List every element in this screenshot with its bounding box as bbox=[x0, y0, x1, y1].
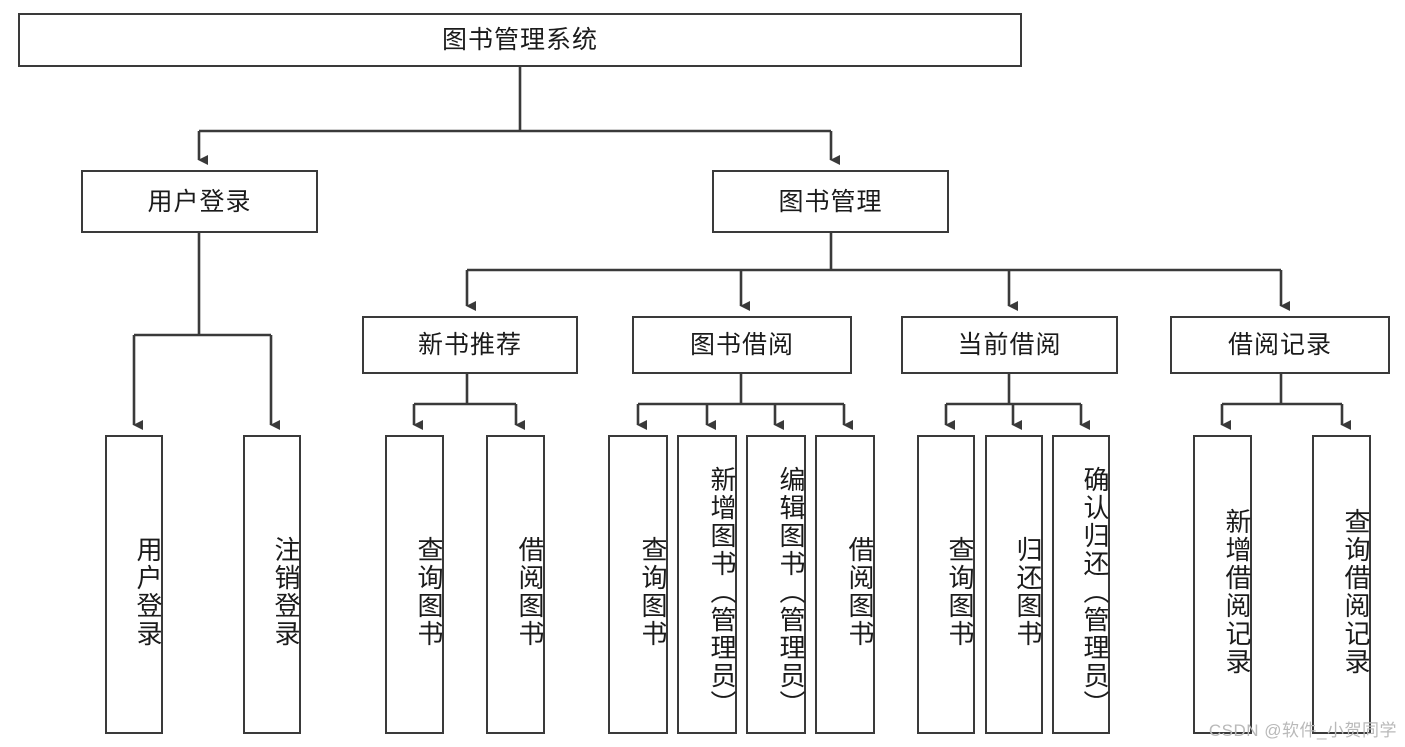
node-borrow-record[interactable]: 借阅记录 bbox=[1170, 316, 1390, 374]
leaf-record-add-record[interactable]: 新增借阅记录 bbox=[1193, 435, 1252, 734]
node-root-system[interactable]: 图书管理系统 bbox=[18, 13, 1022, 67]
leaf-user-login-signin[interactable]: 用户登录 bbox=[105, 435, 163, 734]
leaf-current-confirm-return-admin[interactable]: 确认归还（管理员） bbox=[1052, 435, 1110, 734]
leaf-recommend-borrow-book[interactable]: 借阅图书 bbox=[486, 435, 545, 734]
node-book-borrow[interactable]: 图书借阅 bbox=[632, 316, 852, 374]
leaf-record-query-record[interactable]: 查询借阅记录 bbox=[1312, 435, 1371, 734]
leaf-current-query-book[interactable]: 查询图书 bbox=[917, 435, 975, 734]
node-label: 借阅图书 bbox=[845, 535, 875, 648]
node-label: 新书推荐 bbox=[417, 331, 522, 359]
node-label: 新增借阅记录 bbox=[1222, 507, 1252, 676]
node-label: 归还图书 bbox=[1013, 535, 1043, 648]
node-label: 借阅图书 bbox=[515, 535, 545, 648]
node-label: 图书借阅 bbox=[689, 331, 794, 359]
csdn-watermark: CSDN @软件_小贺同学 bbox=[1208, 721, 1397, 740]
leaf-recommend-query-book[interactable]: 查询图书 bbox=[385, 435, 444, 734]
node-label: 查询图书 bbox=[945, 535, 975, 648]
node-label: 图书管理系统 bbox=[441, 26, 598, 54]
leaf-current-return-book[interactable]: 归还图书 bbox=[985, 435, 1043, 734]
node-book-management[interactable]: 图书管理 bbox=[712, 170, 949, 233]
leaf-borrow-borrow-book[interactable]: 借阅图书 bbox=[815, 435, 875, 734]
node-label: 用户登录 bbox=[147, 187, 252, 216]
node-label: 编辑图书（管理员） bbox=[776, 465, 806, 718]
node-current-borrow[interactable]: 当前借阅 bbox=[901, 316, 1118, 374]
node-label: 用户登录 bbox=[133, 535, 163, 648]
node-label: 新增图书（管理员） bbox=[707, 465, 737, 718]
node-label: 确认归还（管理员） bbox=[1080, 465, 1110, 718]
node-new-book-recommend[interactable]: 新书推荐 bbox=[362, 316, 578, 374]
node-label: 查询图书 bbox=[638, 535, 668, 648]
node-label: 图书管理 bbox=[778, 187, 883, 216]
leaf-user-login-signout[interactable]: 注销登录 bbox=[243, 435, 301, 734]
leaf-borrow-add-book-admin[interactable]: 新增图书（管理员） bbox=[677, 435, 737, 734]
node-label: 当前借阅 bbox=[957, 331, 1062, 359]
node-label: 查询图书 bbox=[414, 535, 444, 648]
node-label: 查询借阅记录 bbox=[1341, 507, 1371, 676]
node-user-login[interactable]: 用户登录 bbox=[81, 170, 318, 233]
node-label: 借阅记录 bbox=[1227, 331, 1332, 359]
node-label: 注销登录 bbox=[271, 535, 301, 648]
leaf-borrow-query-book[interactable]: 查询图书 bbox=[608, 435, 668, 734]
leaf-borrow-edit-book-admin[interactable]: 编辑图书（管理员） bbox=[746, 435, 806, 734]
